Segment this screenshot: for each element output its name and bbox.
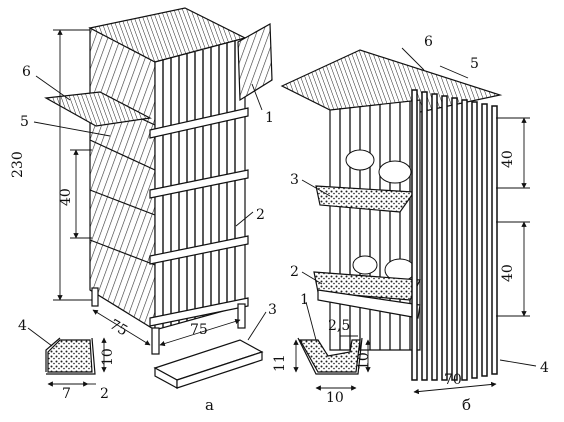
trough-section-a [45, 337, 96, 375]
dim-a-depth: 75 [107, 317, 130, 340]
front-posts-b [411, 89, 498, 381]
hens-b [345, 149, 416, 282]
callout-a-2: 2 [256, 207, 265, 223]
leaders-a [27, 75, 267, 347]
trough-a [153, 339, 264, 390]
dim-a-trough-w: 7 [62, 386, 71, 402]
dim-b-tier-bottom: 40 [500, 264, 516, 282]
dim-b-tier-top: 40 [500, 150, 516, 168]
trough-section-b [297, 337, 363, 375]
callout-b-6: 6 [424, 34, 433, 50]
caption-b: б [462, 396, 471, 414]
stack-front-face [149, 37, 249, 331]
dim-b-trough-w: 10 [326, 390, 344, 406]
leaders-b [301, 179, 537, 367]
callout-b-1: 1 [300, 292, 309, 308]
dim-b-trough-h: 11 [272, 354, 288, 372]
dim-a-width: 75 [190, 322, 208, 338]
dimensions-a [47, 29, 241, 387]
callout-b-4: 4 [540, 360, 549, 376]
callout-b-5: 5 [470, 56, 479, 72]
drop-tray-b [317, 289, 421, 319]
stack-legs [91, 287, 246, 355]
callout-b-3: 3 [290, 172, 299, 188]
dim-b-trough-inner: 10 [356, 352, 372, 370]
dim-a-height: 230 [10, 151, 26, 178]
pulled-tray [44, 91, 152, 127]
callout-a-5: 5 [20, 114, 29, 130]
open-door [237, 22, 273, 102]
callout-a-1: 1 [265, 110, 274, 126]
figure-b [280, 49, 503, 381]
dimensions-b [293, 47, 530, 395]
dim-a-tier: 40 [58, 188, 74, 206]
callout-a-3: 3 [268, 302, 277, 318]
figure-a [44, 7, 273, 390]
tray-upper-b [315, 185, 416, 213]
callout-a-6: 6 [22, 64, 31, 80]
dim-b-trough-lip: 2,5 [328, 318, 350, 334]
caption-a: а [205, 396, 214, 414]
dim-a-trough-h: 10 [100, 348, 116, 366]
callout-b-2: 2 [290, 264, 299, 280]
stack-side-face [89, 27, 156, 332]
dim-a-trough-lip: 2 [100, 386, 109, 402]
dim-b-width: 70 [444, 372, 462, 388]
callout-a-4: 4 [18, 318, 27, 334]
